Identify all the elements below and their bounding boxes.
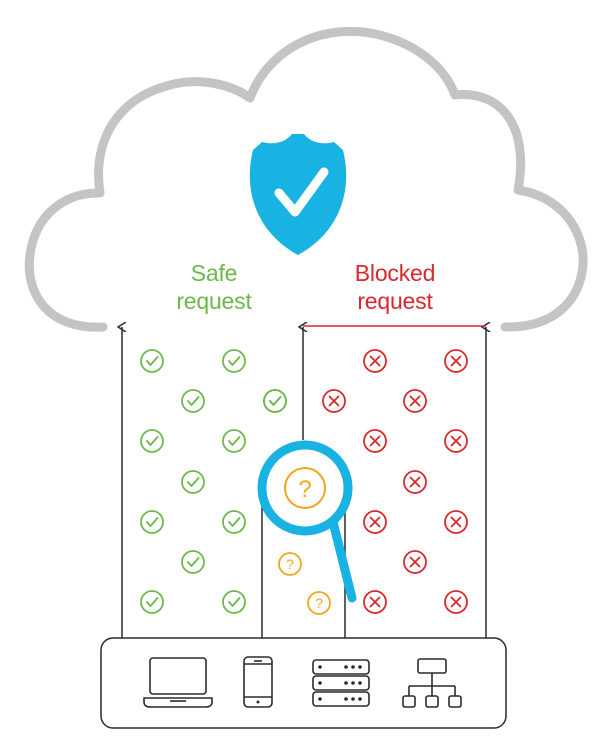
x-circle-icon-glyph [369,355,381,367]
check-circle-icon-ring [140,510,164,534]
check-circle-icon [263,389,287,413]
x-circle-icon-glyph [450,596,462,608]
x-circle-icon-ring [403,470,427,494]
laptop-icon [143,657,213,708]
x-circle-icon-glyph [369,516,381,528]
x-circle-icon [363,429,387,453]
check-circle-icon-ring [181,389,205,413]
x-circle-icon-glyph [369,596,381,608]
check-circle-icon-glyph [146,356,159,366]
check-circle-icon [222,349,246,373]
check-circle-icon-ring [181,470,205,494]
check-circle-icon-glyph [269,396,282,406]
check-circle-icon-glyph [146,597,159,607]
check-circle-icon [181,470,205,494]
server-icon [312,659,370,707]
x-circle-icon [403,389,427,413]
check-circle-icon-glyph [146,517,159,527]
blocked-request-label: Blocked request [325,259,465,315]
x-circle-icon [403,550,427,574]
x-circle-icon-glyph [409,395,421,407]
shield-check-icon [249,134,347,255]
x-circle-icon-ring [403,389,427,413]
check-circle-icon-ring [140,349,164,373]
x-circle-icon-ring [363,349,387,373]
x-circle-icon-ring [444,429,468,453]
check-circle-icon-ring [263,389,287,413]
question-circle-icon-glyph: ? [286,556,294,572]
check-circle-icon [222,429,246,453]
check-circle-icon [140,590,164,614]
svg-text:?: ? [298,476,311,503]
unknown-markers: ?? [278,552,331,615]
check-circle-icon-glyph [228,356,241,366]
question-circle-icon: ? [278,552,302,576]
x-circle-icon-ring [322,389,346,413]
check-circle-icon [181,389,205,413]
check-circle-icon-glyph [187,557,200,567]
x-circle-icon [444,429,468,453]
x-circle-icon [322,389,346,413]
check-circle-icon-ring [222,429,246,453]
x-circle-icon [444,590,468,614]
question-circle-icon: ? [307,591,331,615]
check-circle-icon-glyph [187,477,200,487]
check-circle-icon-glyph [228,517,241,527]
blocked-label-line2: request [357,288,433,314]
question-circle-icon-glyph: ? [315,595,323,611]
check-circle-icon [181,550,205,574]
safe-markers [140,349,287,614]
check-circle-icon [140,429,164,453]
check-circle-icon-ring [222,349,246,373]
x-circle-icon-ring [363,590,387,614]
question-circle-icon-ring [307,591,331,615]
x-circle-icon-glyph [409,476,421,488]
x-circle-icon [363,349,387,373]
x-circle-icon [403,470,427,494]
x-circle-icon-ring [444,349,468,373]
x-circle-icon-ring [444,590,468,614]
x-circle-icon-ring [363,510,387,534]
check-circle-icon [140,349,164,373]
x-circle-icon-ring [444,510,468,534]
x-circle-icon-ring [363,429,387,453]
check-circle-icon [140,510,164,534]
x-circle-icon [363,510,387,534]
check-circle-icon-glyph [146,436,159,446]
check-circle-icon [222,590,246,614]
device-panel [100,637,507,729]
safe-label-line1: Safe [190,260,238,286]
check-circle-icon-ring [140,590,164,614]
x-circle-icon-glyph [450,435,462,447]
check-circle-icon-glyph [187,396,200,406]
safe-label-line2: request [176,288,252,314]
x-circle-icon [444,349,468,373]
x-circle-icon [444,510,468,534]
x-circle-icon-glyph [450,516,462,528]
x-circle-icon-glyph [328,395,340,407]
blocked-markers [322,349,468,614]
safe-request-label: Safe request [152,259,276,315]
cloud-icon [24,26,588,332]
x-circle-icon-ring [403,550,427,574]
smartphone-icon [243,656,273,708]
x-circle-icon-glyph [450,355,462,367]
check-circle-icon-ring [181,550,205,574]
magnifier-icon: ? [257,440,357,603]
check-circle-icon-ring [222,590,246,614]
network-icon [402,658,462,708]
check-circle-icon-ring [222,510,246,534]
question-circle-icon-ring [278,552,302,576]
check-circle-icon-ring [140,429,164,453]
check-circle-icon-glyph [228,597,241,607]
check-circle-icon [222,510,246,534]
x-circle-icon [363,590,387,614]
x-circle-icon-glyph [369,435,381,447]
x-circle-icon-glyph [409,556,421,568]
check-circle-icon-glyph [228,436,241,446]
blocked-label-line1: Blocked [354,260,436,286]
